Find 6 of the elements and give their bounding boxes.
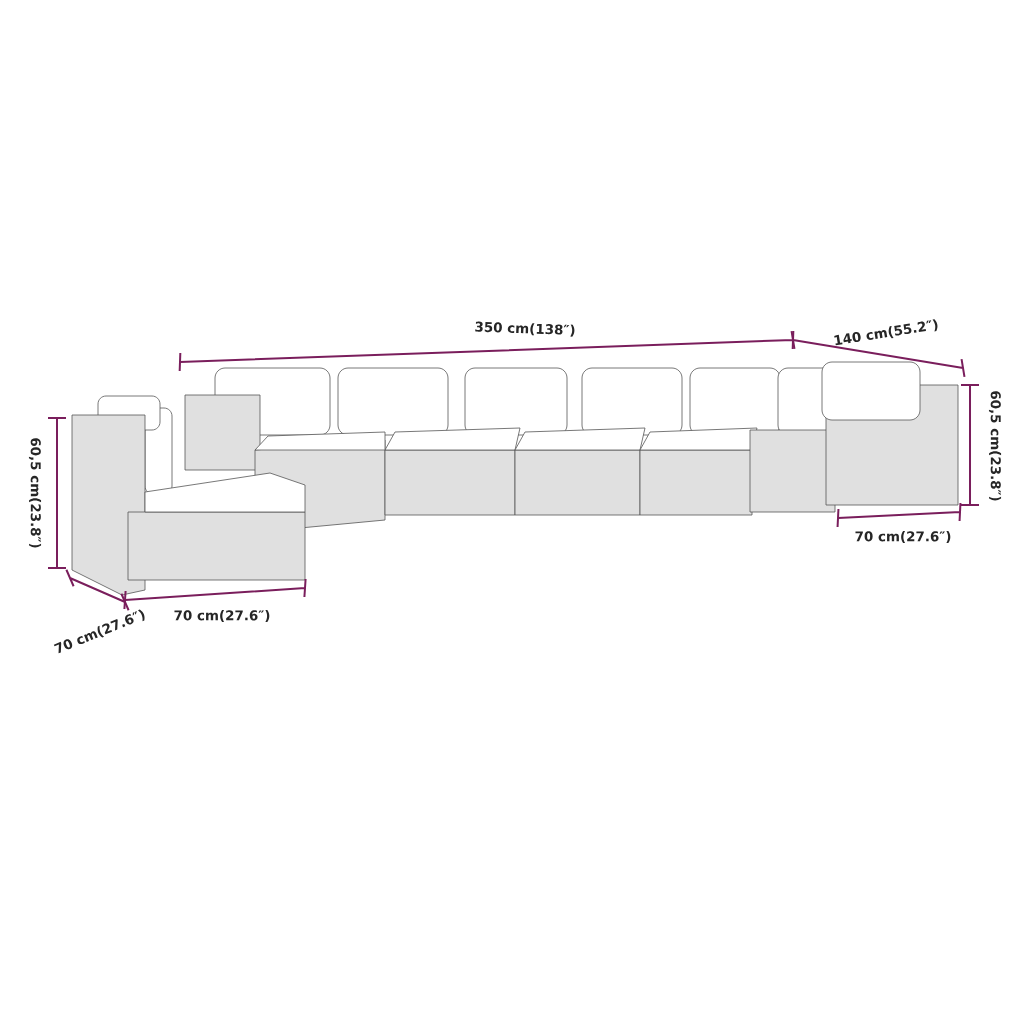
dimension-label: 140 cm(55.2″) (834, 319, 938, 346)
dimension-label: 60,5 cm(23.8″) (988, 391, 1002, 501)
dimension-label: 70 cm(27.6″) (174, 610, 270, 622)
dimension-label: 60,5 cm(23.8″) (28, 438, 42, 548)
dimension-label: 350 cm(138″) (475, 321, 575, 337)
dimension-label: 70 cm(27.6″) (855, 531, 951, 543)
